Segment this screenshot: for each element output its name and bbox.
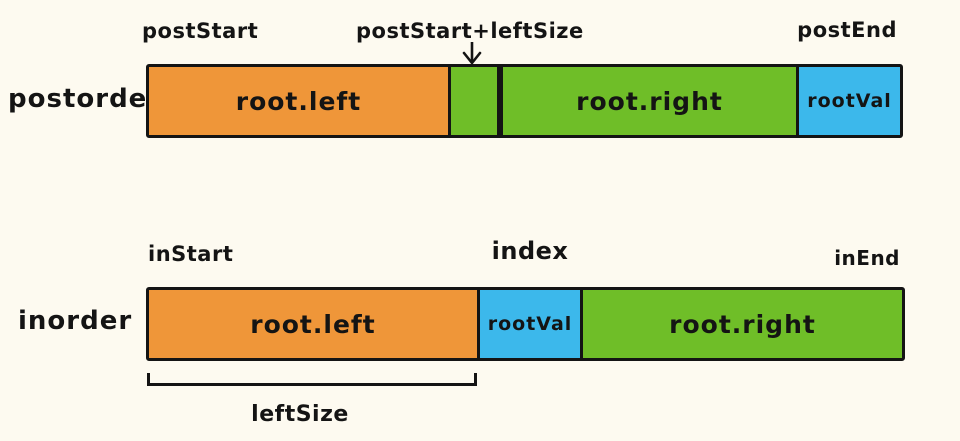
leftsize-label: leftSize [251,402,349,427]
down-arrow-icon [462,42,482,65]
postorder-gap-segment [451,67,497,135]
poststart-label: postStart [142,19,259,43]
postend-label: postEnd [797,18,897,42]
postorder-divider-line [497,67,503,135]
inorder-root-left-segment: root.left [149,290,480,358]
poststart-plus-leftsize-label: postStart+leftSize [356,19,584,43]
index-label: index [491,237,569,265]
postorder-root-right-segment: root.right [503,67,796,135]
inorder-bar: root.left rootVal root.right [146,287,905,361]
inend-label: inEnd [834,246,900,270]
postorder-root-val-segment: rootVal [796,67,900,135]
inorder-row-label: inorder [18,306,133,336]
instart-label: inStart [148,242,234,266]
postorder-row-label: postorder [8,84,162,114]
inorder-root-right-segment: root.right [583,290,902,358]
inorder-root-val-segment: rootVal [480,290,583,358]
postorder-root-left-segment: root.left [149,67,451,135]
leftsize-bracket [147,373,477,386]
postorder-bar: root.left root.right rootVal [146,64,903,138]
